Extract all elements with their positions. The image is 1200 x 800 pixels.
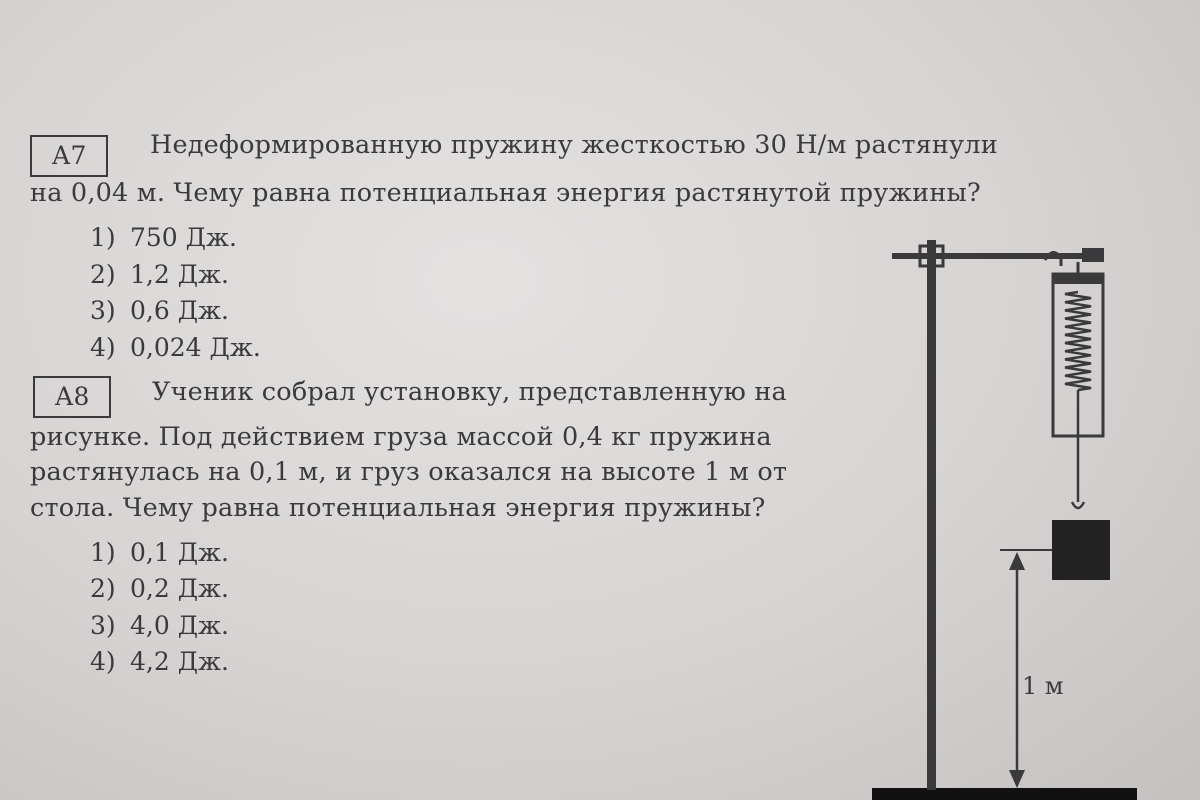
a7-question-line-1: Недеформированную пружину жесткостью 30 …: [150, 130, 998, 160]
spring-coil: [1064, 290, 1092, 392]
option-text: 750 Дж.: [130, 223, 237, 252]
hook-icon: [1043, 251, 1063, 266]
option-number: 3): [90, 296, 116, 325]
weight-block: [1052, 520, 1110, 580]
height-label: 1 м: [1022, 672, 1064, 700]
dynamometer-cap: [1053, 274, 1103, 284]
a8-question-line-1: Ученик собрал установку, представленную …: [152, 377, 787, 407]
a7-option-1[interactable]: 1) 750 Дж.: [90, 223, 237, 252]
a7-option-4[interactable]: 4) 0,024 Дж.: [90, 333, 261, 362]
option-text: 1,2 Дж.: [130, 260, 229, 289]
option-number: 1): [90, 538, 116, 567]
a8-question-line-4: стола. Чему равна потенциальная энергия …: [30, 493, 766, 523]
option-text: 0,6 Дж.: [130, 296, 229, 325]
spring-setup-figure: [872, 240, 1137, 800]
option-text: 0,1 Дж.: [130, 538, 229, 567]
stand-rod: [927, 240, 936, 790]
a8-option-2[interactable]: 2) 0,2 Дж.: [90, 574, 229, 603]
option-number: 2): [90, 260, 116, 289]
a7-option-3[interactable]: 3) 0,6 Дж.: [90, 296, 229, 325]
a8-option-1[interactable]: 1) 0,1 Дж.: [90, 538, 229, 567]
a7-question-line-2: на 0,04 м. Чему равна потенциальная энер…: [30, 178, 981, 208]
arrow-up-icon: [1009, 552, 1025, 570]
weight-hook-icon: [1070, 501, 1086, 510]
option-text: 0,024 Дж.: [130, 333, 261, 362]
option-text: 4,2 Дж.: [130, 647, 229, 676]
option-text: 4,0 Дж.: [130, 611, 229, 640]
rod-clamp: [918, 244, 945, 268]
task-label-a7: А7: [30, 135, 108, 177]
a8-option-3[interactable]: 3) 4,0 Дж.: [90, 611, 229, 640]
option-number: 3): [90, 611, 116, 640]
table-base: [872, 788, 1137, 800]
a8-option-4[interactable]: 4) 4,2 Дж.: [90, 647, 229, 676]
arrow-down-icon: [1009, 770, 1025, 788]
task-label-a8: А8: [33, 376, 111, 418]
option-text: 0,2 Дж.: [130, 574, 229, 603]
stand-arm: [892, 253, 1102, 259]
a7-option-2[interactable]: 2) 1,2 Дж.: [90, 260, 229, 289]
option-number: 4): [90, 647, 116, 676]
option-number: 2): [90, 574, 116, 603]
arm-clamp: [1082, 248, 1104, 262]
option-number: 1): [90, 223, 116, 252]
option-number: 4): [90, 333, 116, 362]
a8-question-line-2: рисунке. Под действием груза массой 0,4 …: [30, 422, 772, 452]
a8-question-line-3: растянулась на 0,1 м, и груз оказался на…: [30, 457, 788, 487]
